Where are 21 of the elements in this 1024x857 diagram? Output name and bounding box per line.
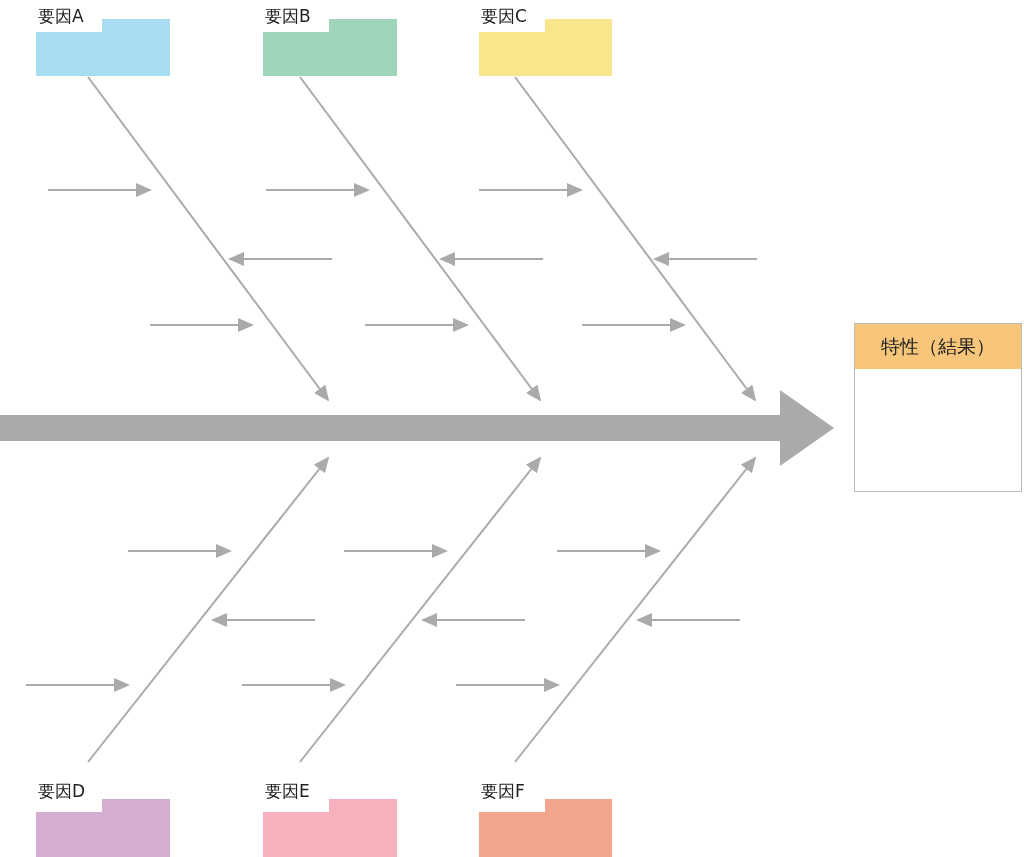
cause-bone-arrow: [299, 456, 542, 763]
result-box: [854, 323, 1022, 492]
cause-label: 要因F: [481, 780, 525, 802]
main-spine-arrow: [0, 390, 834, 466]
cause-bone-arrow: [514, 76, 757, 402]
cause-tab-box: [479, 780, 612, 857]
cause-bone-arrow: [87, 76, 330, 402]
cause-label: 要因E: [265, 780, 310, 802]
cause-label: 要因C: [481, 5, 527, 27]
cause-tab-box: [479, 5, 612, 76]
cause-bone-arrow: [299, 76, 542, 402]
cause-bone-arrow: [514, 456, 757, 763]
cause-label: 要因B: [265, 5, 311, 27]
cause-tab-box: [263, 780, 397, 857]
cause-tab-box: [263, 5, 397, 76]
cause-tab-box: [36, 780, 170, 857]
cause-tab-box: [36, 5, 170, 76]
cause-label: 要因A: [38, 5, 84, 27]
cause-bone-arrow: [87, 456, 330, 763]
result-header: 特性（結果）: [855, 324, 1021, 369]
cause-label: 要因D: [38, 780, 86, 802]
